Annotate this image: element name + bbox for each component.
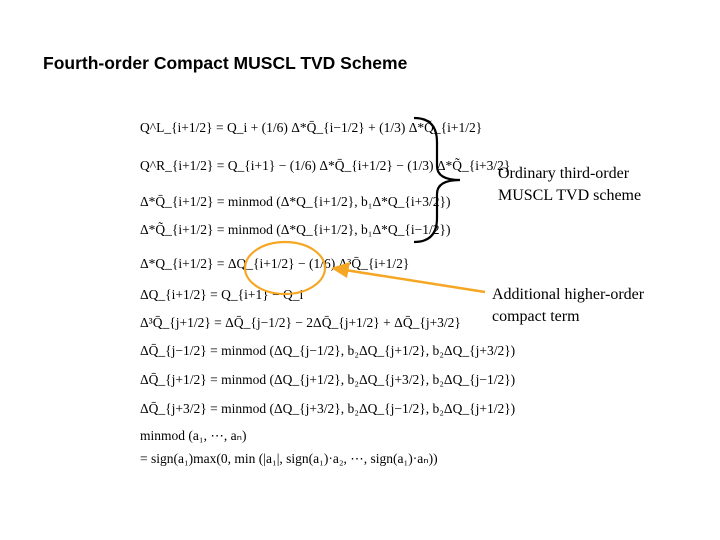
equation-minmod-formula: = sign(a₁)max(0, min (|a₁|, sign(a₁)·a₂,… (140, 451, 438, 466)
equation-minmod-def: minmod (a₁, ⋯, aₙ) (140, 428, 247, 443)
equation-bar-limiter: Δ*Q̄_{i+1/2} = minmod (Δ*Q_{i+1/2}, b₁Δ*… (140, 194, 451, 209)
arrow-shaft-icon (344, 268, 486, 294)
bracket-note-line2: MUSCL TVD scheme (498, 187, 642, 204)
arrow-note-line2: compact term (492, 308, 580, 325)
equation-tilde-limiter: Δ*Q̃_{i+1/2} = minmod (Δ*Q_{i+1/2}, b₁Δ*… (140, 222, 451, 237)
arrow-head-icon (331, 262, 350, 278)
arrow-note: Additional higher-order compact term (492, 284, 644, 328)
arrow-note-line1: Additional higher-order (492, 286, 645, 303)
equation-third-difference: Δ³Q̄_{j+1/2} = ΔQ̄_{j−1/2} − 2ΔQ̄_{j+1/2… (140, 315, 461, 330)
equation-limiter-jm: ΔQ̄_{j−1/2} = minmod (ΔQ_{j−1/2}, b₂ΔQ_{… (140, 343, 516, 358)
equation-limiter-jp3: ΔQ̄_{j+3/2} = minmod (ΔQ_{j+3/2}, b₂ΔQ_{… (140, 401, 516, 416)
equation-qr: Q^R_{i+1/2} = Q_{i+1} − (1/6) Δ*Q̄_{i+1/… (140, 158, 511, 173)
curly-brace-icon (413, 116, 461, 244)
equation-limiter-jp1: ΔQ̄_{j+1/2} = minmod (ΔQ_{j+1/2}, b₂ΔQ_{… (140, 372, 516, 387)
bracket-note: Ordinary third-order MUSCL TVD scheme (498, 163, 641, 207)
equation-ql: Q^L_{i+1/2} = Q_i + (1/6) Δ*Q̄_{i−1/2} +… (140, 120, 483, 135)
highlight-ellipse (243, 240, 327, 296)
equation-delta-q: ΔQ_{i+1/2} = Q_{i+1} − Q_i (140, 287, 304, 302)
page-title: Fourth-order Compact MUSCL TVD Scheme (43, 53, 408, 73)
bracket-note-line1: Ordinary third-order (498, 165, 630, 182)
